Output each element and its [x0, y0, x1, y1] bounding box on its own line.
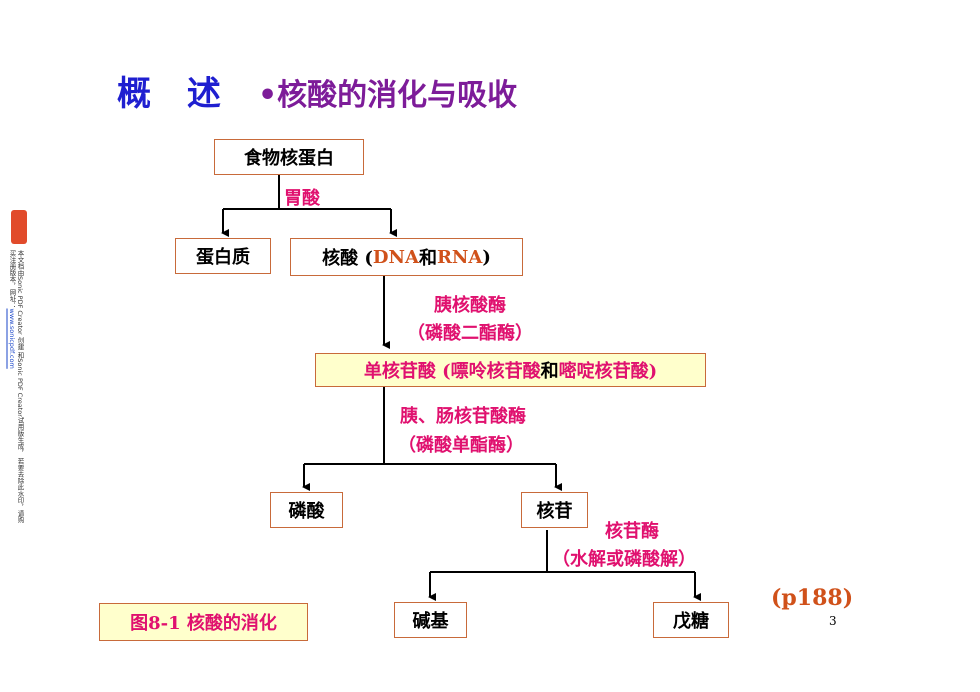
- page-number: 3: [829, 614, 837, 628]
- watermark-link[interactable]: www.sonicpdf.com: [8, 308, 16, 369]
- watermark-text: 本文档由Sonic PDF Creator 创建 和Sonic PDF Crea…: [8, 250, 24, 524]
- page-reference: (p188): [771, 585, 854, 611]
- pdf-watermark: 本文档由Sonic PDF Creator 创建 和Sonic PDF Crea…: [8, 210, 30, 523]
- enzyme-hydrolysis-phosphorolysis: （水解或磷酸解）: [552, 549, 696, 570]
- enzyme-nucleotidase: 胰、肠核苷酸酶: [400, 406, 526, 427]
- box-food-nucleoprotein: 食物核蛋白: [214, 139, 364, 175]
- mononucleotide-suffix: 嘧啶核苷酸): [558, 361, 658, 382]
- mononucleotide-and: 和: [540, 361, 559, 382]
- nucleic-acid-suffix: ): [482, 246, 491, 268]
- label-protein: 蛋白质: [196, 247, 250, 268]
- label-food-nucleoprotein: 食物核蛋白: [244, 148, 334, 169]
- box-protein: 蛋白质: [175, 238, 271, 274]
- mononucleotide-prefix: 单核苷酸 (嘌呤核苷酸: [363, 361, 541, 382]
- box-mononucleotide: 单核苷酸 (嘌呤核苷酸和嘧啶核苷酸): [315, 353, 706, 387]
- slide-title: 概 述: [117, 74, 233, 114]
- box-base: 碱基: [394, 602, 467, 638]
- label-phosphate: 磷酸: [288, 501, 325, 522]
- enzyme-phosphodiesterase: （磷酸二酯酶）: [407, 323, 533, 344]
- sonic-logo-icon: [11, 210, 27, 244]
- label-pentose: 戊糖: [673, 611, 709, 632]
- figure-caption-text: 图8-1 核酸的消化: [130, 613, 277, 634]
- nucleic-acid-dna: DNA: [372, 246, 419, 268]
- box-nucleoside: 核苷: [521, 492, 588, 528]
- nucleic-acid-and: 和: [418, 248, 437, 269]
- nucleic-acid-rna: RNA: [436, 246, 483, 268]
- watermark-line-2: 若要去除此水印，请购买注册版本，网址：: [8, 250, 24, 524]
- box-phosphate: 磷酸: [270, 492, 343, 528]
- enzyme-phosphomonoesterase: （磷酸单酯酶）: [398, 435, 524, 456]
- nucleic-acid-prefix: 核酸 (: [322, 248, 373, 269]
- slide-subtitle: •核酸的消化与吸收: [258, 78, 518, 113]
- label-base: 碱基: [412, 611, 449, 632]
- box-pentose: 戊糖: [653, 602, 729, 638]
- watermark-line-1: 本文档由Sonic PDF Creator 创建 和Sonic PDF Crea…: [16, 250, 24, 456]
- label-gastric-acid: 胃酸: [284, 188, 320, 209]
- label-nucleoside: 核苷: [536, 501, 573, 522]
- enzyme-nucleosidase: 核苷酶: [605, 521, 659, 542]
- enzyme-pancreatic-nuclease: 胰核酸酶: [434, 295, 506, 316]
- figure-caption: 图8-1 核酸的消化: [99, 603, 308, 641]
